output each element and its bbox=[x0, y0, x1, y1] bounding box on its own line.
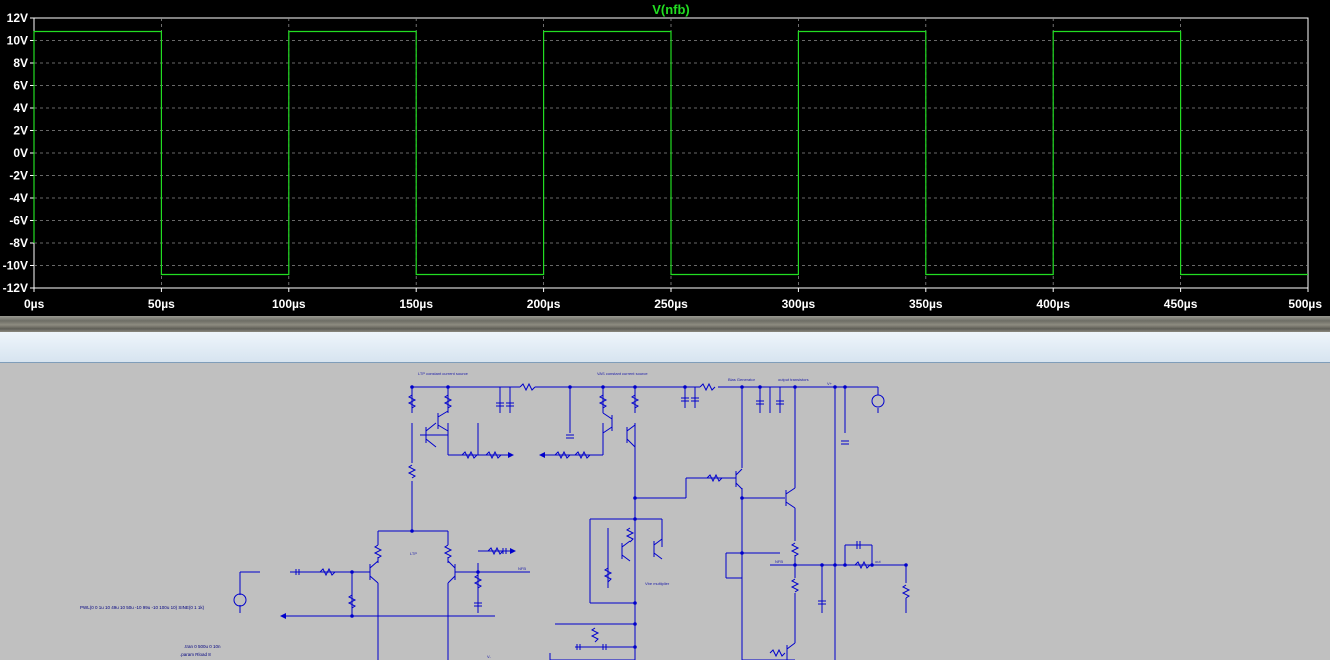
y-tick-label: 2V bbox=[13, 124, 28, 138]
x-tick-label: 150µs bbox=[399, 297, 433, 311]
label-out: out bbox=[875, 559, 881, 564]
x-tick-label: 450µs bbox=[1164, 297, 1198, 311]
x-tick-label: 400µs bbox=[1036, 297, 1070, 311]
schematic-transistors bbox=[369, 410, 796, 660]
schematic-port-arrows bbox=[280, 452, 545, 619]
schematic-editor-window[interactable]: LTP constant current source VAS constant… bbox=[0, 363, 1330, 660]
label-nfb-right: NFB bbox=[775, 559, 783, 564]
series-line-vnfb bbox=[33, 30, 1308, 276]
trace-title: V(nfb) bbox=[652, 2, 690, 17]
schematic-capacitors bbox=[295, 397, 861, 650]
y-tick-label: -8V bbox=[9, 236, 28, 250]
waveform-viewer-window[interactable]: 12V 10V 8V 6V 4V 2V 0V -2V -4V -6V -8V -10V -12V 0µs 5… bbox=[0, 0, 1330, 316]
x-tick-label: 250µs bbox=[654, 297, 688, 311]
y-tick-label: 0V bbox=[13, 146, 28, 160]
label-ltp: LTP bbox=[410, 551, 417, 556]
param-directive: .param Rload 8 bbox=[180, 652, 211, 657]
x-tick-label: 350µs bbox=[909, 297, 943, 311]
label-bias-generator: Bias Generator bbox=[728, 377, 756, 382]
plot-background bbox=[0, 0, 1330, 316]
y-tick-label: -6V bbox=[9, 214, 28, 228]
y-tick-label: -12V bbox=[3, 281, 28, 295]
schematic-wires bbox=[239, 386, 907, 660]
y-tick-label: -10V bbox=[3, 259, 28, 273]
x-tick-label: 300µs bbox=[782, 297, 816, 311]
schematic-resistors bbox=[319, 382, 911, 658]
x-tick-label: 100µs bbox=[272, 297, 306, 311]
schematic-window-titlebar bbox=[0, 332, 1330, 363]
tran-directive: .tran 0 500u 0 10n bbox=[184, 644, 221, 649]
label-ltp-current-source: LTP constant current source bbox=[418, 371, 469, 376]
label-vplus: V+ bbox=[827, 381, 833, 386]
x-tick-label: 50µs bbox=[148, 297, 175, 311]
label-output-transistors: output transistors bbox=[778, 377, 809, 382]
label-nfb-left: NFB bbox=[518, 566, 526, 571]
window-splitter[interactable] bbox=[0, 316, 1330, 332]
y-tick-label: 8V bbox=[13, 56, 28, 70]
x-tick-label: 200µs bbox=[527, 297, 561, 311]
y-tick-label: 10V bbox=[7, 34, 28, 48]
y-tick-label: 12V bbox=[7, 11, 28, 25]
schematic-sources bbox=[233, 394, 885, 607]
schematic-junctions bbox=[350, 385, 908, 649]
schematic-canvas[interactable]: LTP constant current source VAS constant… bbox=[0, 363, 1330, 660]
input-source-directive: PWL(0 0 1u 10 49u 10 50u -10 99u -10 100… bbox=[80, 605, 205, 610]
label-vbe-multiplier: Vbe multiplier bbox=[645, 581, 670, 586]
y-tick-label: 6V bbox=[13, 79, 28, 93]
x-tick-label: 0µs bbox=[24, 297, 45, 311]
label-vminus: V- bbox=[487, 654, 491, 659]
y-tick-label: -2V bbox=[9, 169, 28, 183]
label-vas-current-source: VAS constant current source bbox=[597, 371, 648, 376]
waveform-plot[interactable]: 12V 10V 8V 6V 4V 2V 0V -2V -4V -6V -8V -10V -12V 0µs 5… bbox=[0, 0, 1330, 316]
y-tick-label: -4V bbox=[9, 191, 28, 205]
x-tick-label: 500µs bbox=[1288, 297, 1322, 311]
y-tick-label: 4V bbox=[13, 101, 28, 115]
